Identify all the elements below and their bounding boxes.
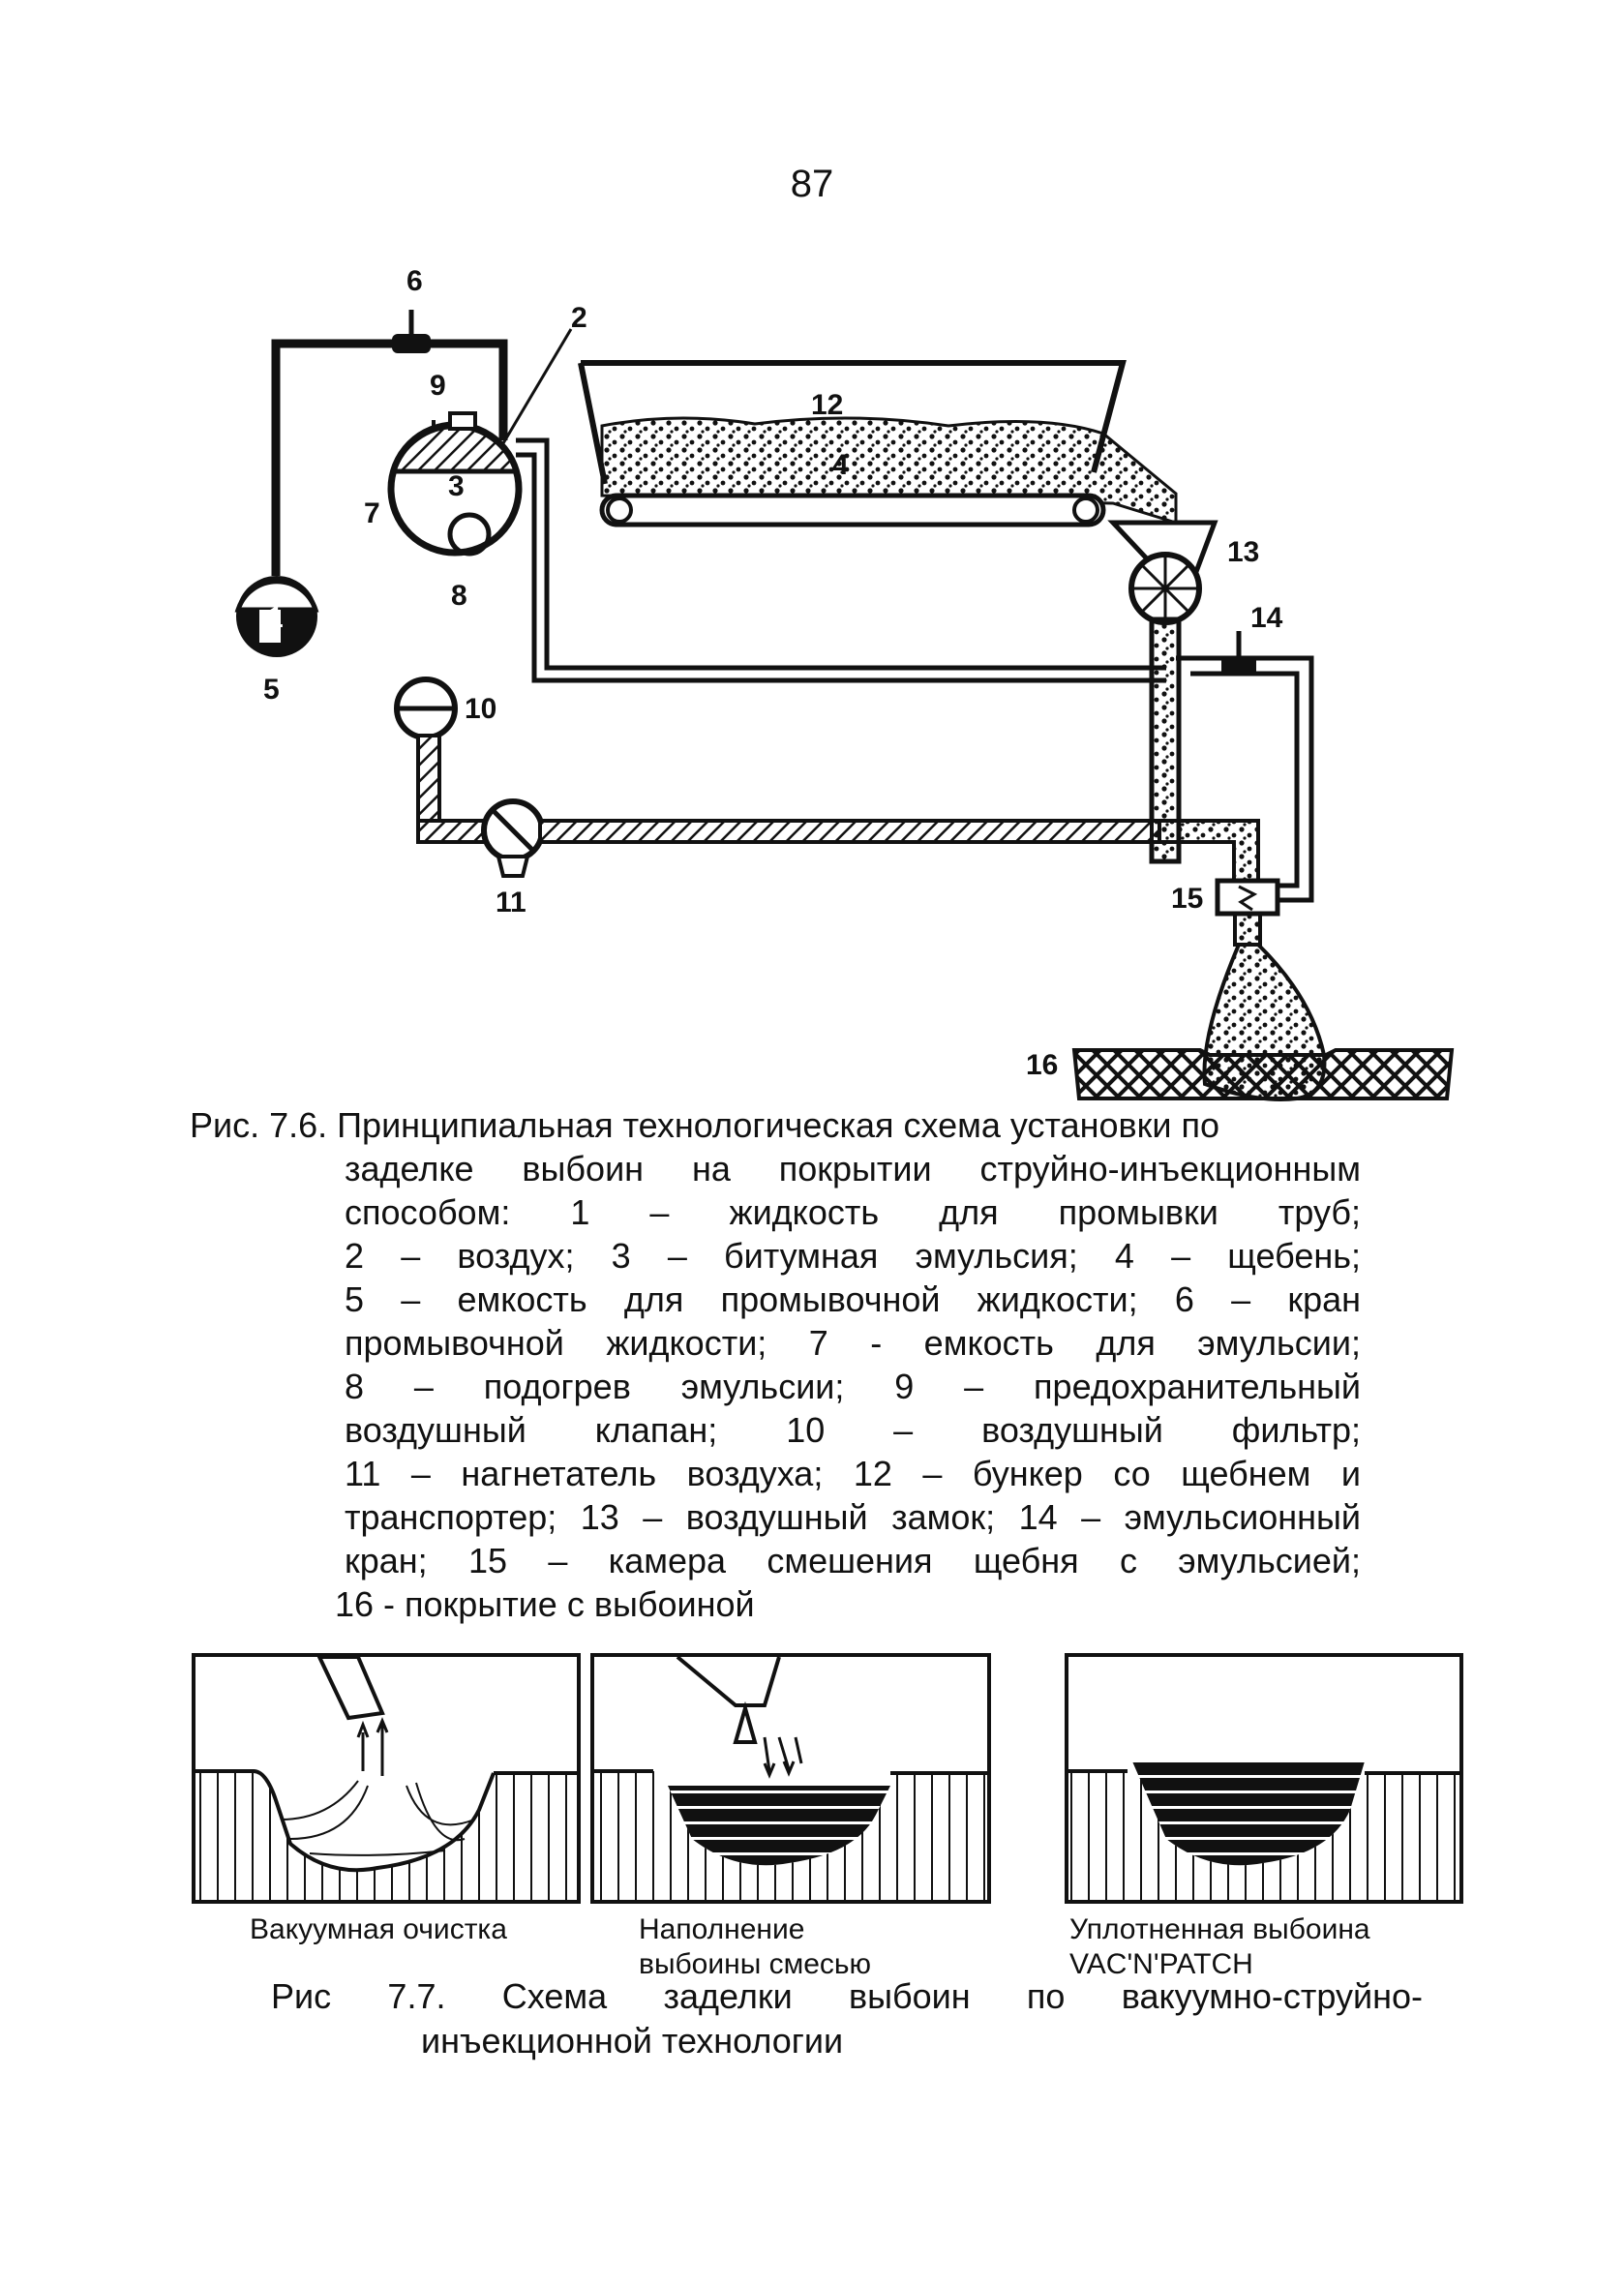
flushing-tank-5: [234, 576, 319, 657]
airlock-13: [1107, 520, 1218, 625]
label-15: 15: [1171, 883, 1203, 915]
air-filter-10: [394, 677, 458, 740]
label-1: 1: [267, 602, 284, 634]
panel-compacted: [1065, 1653, 1463, 1904]
emulsion-tank-7: [387, 411, 523, 557]
caption-line-7: 8 – подогрев эмульсии; 9 – предохранител…: [345, 1367, 1361, 1406]
label-6: 6: [406, 265, 423, 297]
air-blower-11: [481, 798, 545, 878]
label-9: 9: [430, 370, 446, 402]
pavement-16: [1071, 943, 1455, 1101]
label-10: 10: [465, 693, 496, 725]
caption-line-5: 5 – емкость для промывочной жидкости; 6 …: [345, 1279, 1361, 1319]
panel-filling: [590, 1653, 991, 1904]
label-12: 12: [811, 389, 843, 421]
valve-6: [392, 310, 431, 353]
caption-line-3: способом: 1 – жидкость для промывки труб…: [345, 1192, 1361, 1232]
caption-line-10: транспортер; 13 – воздушный замок; 14 – …: [345, 1497, 1361, 1537]
panel-3-caption-line-1: Уплотненная выбоина: [1069, 1913, 1370, 1945]
caption-line-4: 2 – воздух; 3 – битумная эмульсия; 4 – щ…: [345, 1236, 1361, 1276]
vacuum-patch-figure: [192, 1653, 1463, 1904]
label-14: 14: [1250, 602, 1283, 634]
caption-line-12: 16 - покрытие с выбоиной: [335, 1584, 755, 1624]
label-7: 7: [364, 497, 380, 529]
label-8: 8: [451, 580, 467, 612]
figure-7-6-caption: Рис. 7.6. Принципиальная технологическая…: [190, 1103, 1361, 1626]
panel-2-caption-line-2: выбоины смесью: [639, 1948, 872, 1980]
caption-line-11: кран; 15 – камера смешения щебня с эмуль…: [345, 1541, 1361, 1580]
label-11: 11: [496, 887, 526, 918]
caption-line-1: Рис. 7.6. Принципиальная технологическая…: [190, 1105, 1220, 1145]
caption-line-9: 11 – нагнетатель воздуха; 12 – бункер со…: [345, 1454, 1361, 1493]
flushing-line: [271, 339, 508, 576]
valve-14: [1221, 631, 1256, 674]
label-3: 3: [448, 470, 465, 502]
panel-vacuum-cleaning: [192, 1653, 581, 1904]
process-schematic-figure: 6 2 9 3 7 8 5 12 4 13 14 10 11 15 16 1: [234, 265, 1455, 1101]
label-13: 13: [1227, 536, 1259, 568]
mixing-chamber-15: [1215, 878, 1280, 947]
figure-7-7-caption-line-2: инъекционной технологии: [421, 2021, 844, 2061]
panel-2-caption-line-1: Наполнение: [639, 1913, 805, 1945]
panel-1-caption: Вакуумная очистка: [250, 1913, 507, 1945]
label-16: 16: [1026, 1049, 1058, 1081]
hopper-12: [578, 360, 1178, 527]
figure-7-7-caption-line-1: Рис 7.7. Схема заделки выбоин по вакуумн…: [271, 1976, 1423, 2016]
caption-line-6: промывочной жидкости; 7 - емкость для эм…: [345, 1323, 1361, 1363]
page-number: 87: [790, 163, 834, 205]
label-5: 5: [263, 674, 280, 706]
caption-line-2: заделке выбоин на покрытии струйно-инъек…: [345, 1149, 1361, 1189]
panel-3-caption-line-2: VAC'N'PATCH: [1069, 1948, 1253, 1980]
figure-7-7-caption: Рис 7.7. Схема заделки выбоин по вакуумн…: [271, 1974, 1423, 2063]
caption-line-8: воздушный клапан; 10 – воздушный фильтр;: [345, 1410, 1361, 1450]
label-4: 4: [832, 449, 849, 481]
label-2: 2: [571, 302, 587, 334]
